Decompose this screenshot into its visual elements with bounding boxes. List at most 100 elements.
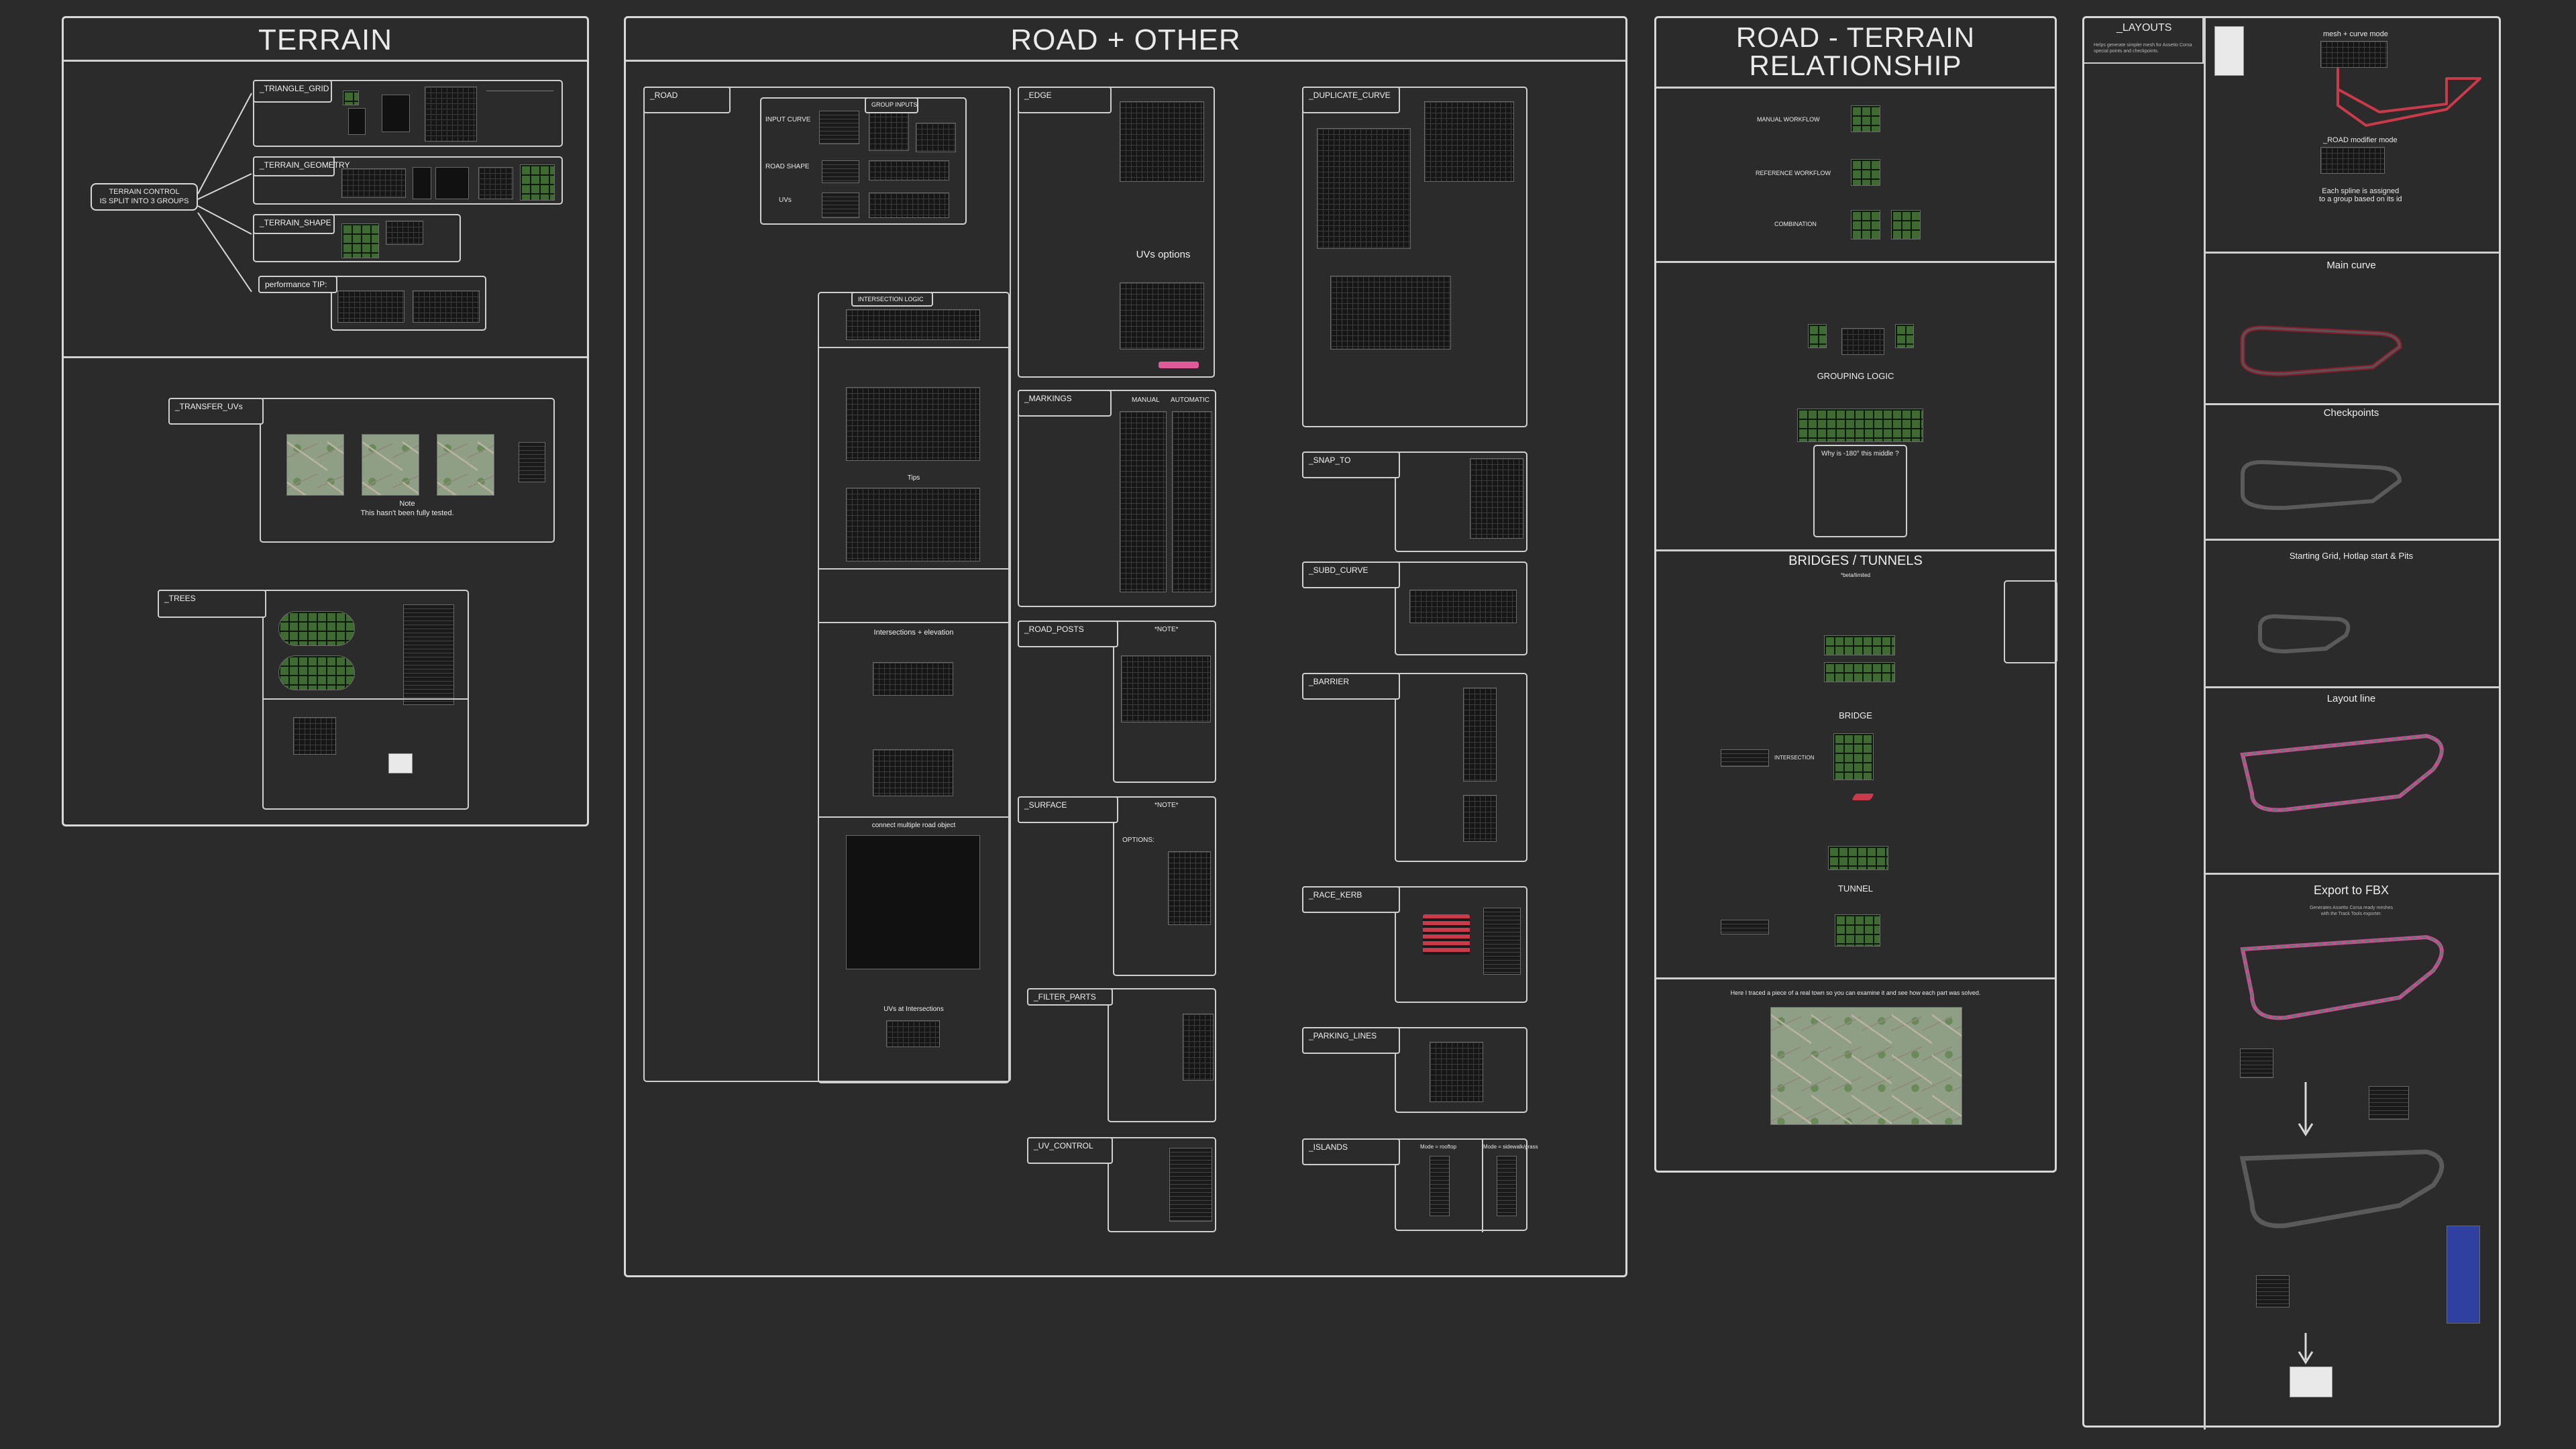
real-town-aerial	[1770, 1007, 1962, 1125]
markings-automatic-shot	[1172, 411, 1212, 592]
trees-render	[388, 753, 413, 773]
race-kerb-red-stripes	[1423, 914, 1470, 955]
barrier-shot-1	[1463, 688, 1497, 782]
uv-control-ui	[1169, 1148, 1212, 1222]
combination-preview-2	[1891, 210, 1921, 239]
uv-control-panel	[1108, 1137, 1216, 1232]
intersection-logic-shot-1	[846, 309, 980, 340]
terrain-control-node: TERRAIN CONTROL IS SPLIT INTO 3 GROUPS	[91, 183, 198, 211]
road-modifier-mode-ui	[2320, 147, 2385, 174]
il-divider-4	[819, 816, 1008, 818]
intersections-elevation-heading: Intersections + elevation	[873, 629, 954, 637]
layouts-divider-3	[2204, 539, 2499, 541]
layout-line-heading: Layout line	[2326, 693, 2376, 704]
reference-example-2	[1895, 324, 1914, 348]
assign-note: Each spline is assigned to a group based…	[2319, 187, 2402, 203]
input-curve-preview-2	[916, 123, 956, 152]
road-terrain-frame: ROAD - TERRAIN RELATIONSHIP MANUAL WORKF…	[1654, 16, 2057, 1173]
elevation-shot-2	[873, 749, 953, 796]
tunnel-preview	[1835, 914, 1880, 947]
subd-curve-shot	[1409, 590, 1517, 623]
real-town-caption: Here I traced a piece of a real town so …	[1730, 989, 1981, 996]
edge-tab: _EDGE	[1018, 87, 1112, 113]
duplicate-curve-shot-2	[1424, 101, 1514, 182]
layouts-header-panel	[2084, 18, 2204, 64]
tunnel-intersection-node	[1721, 920, 1769, 934]
automatic-label: AUTOMATIC	[1171, 396, 1210, 404]
export-outliner	[2447, 1226, 2480, 1324]
islands-panel: Mode = rooftop Mode = sidewalk/grass	[1395, 1138, 1538, 1232]
triangle-grid-panel	[253, 80, 563, 147]
il-divider-2	[819, 568, 1008, 570]
transfer-uvs-panel: Note This hasn't been fully tested.	[260, 398, 555, 543]
duplicate-curve-panel	[1302, 87, 1527, 427]
trees-tab: _TREES	[158, 590, 266, 618]
layouts-track-drawings	[2239, 68, 2481, 1364]
road-tab: _ROAD	[643, 87, 731, 113]
road-posts-panel: *NOTE*	[1113, 621, 1216, 783]
trees-track-preview-1	[278, 611, 355, 646]
surface-panel: *NOTE* OPTIONS:	[1113, 796, 1216, 976]
road-terrain-title-rule	[1656, 87, 2055, 89]
markings-tab: _MARKINGS	[1018, 390, 1112, 417]
terrain-geometry-thumb-1	[413, 167, 431, 199]
filter-parts-shot	[1183, 1014, 1214, 1081]
terrain-geometry-tab: _TERRAIN_GEOMETRY	[253, 156, 350, 176]
triangle-grid-thumb-1	[348, 108, 366, 135]
trees-divider	[264, 698, 468, 700]
islands-divider	[1482, 1140, 1483, 1232]
bridges-ui-1	[1824, 635, 1895, 655]
elevation-shot-1	[873, 662, 953, 696]
input-curve-label: INPUT CURVE	[765, 116, 811, 123]
uvs-label: UVs	[779, 197, 792, 204]
race-kerb-tab: _RACE_KERB	[1302, 886, 1400, 913]
manual-workflow-label: MANUAL WORKFLOW	[1757, 116, 1820, 123]
bridge-preview-2	[1828, 846, 1888, 870]
road-panel	[643, 87, 1011, 1082]
mesh-curve-mode-label: mesh + curve mode	[2323, 30, 2388, 38]
layouts-subtitle: Helps generate simpler mesh for Assetto …	[2094, 43, 2192, 54]
edge-pink-strip	[1159, 362, 1199, 368]
layouts-divider-1	[2204, 252, 2499, 254]
subd-curve-tab: _SUBD_CURVE	[1302, 561, 1400, 588]
performance-tip-shot-1	[337, 290, 405, 323]
triangle-grid-notes	[486, 91, 553, 131]
reference-workflow-label: REFERENCE WORKFLOW	[1756, 170, 1831, 176]
connect-multiple-map	[846, 835, 980, 969]
why-180-title: Why is -180° this middle ?	[1821, 450, 1899, 458]
layouts-divider-5	[2204, 873, 2499, 875]
filter-parts-panel	[1108, 988, 1216, 1122]
race-kerb-ui	[1483, 908, 1521, 975]
export-ui-2	[2369, 1086, 2409, 1120]
terrain-tree-lines	[197, 93, 252, 292]
transfer-uvs-aerial-1	[286, 434, 344, 496]
bridge-red-marker	[1851, 794, 1874, 800]
export-ui-3	[2256, 1275, 2290, 1307]
bridges-tunnels-sub: *beta/limited	[1840, 572, 1871, 578]
snap-to-shot	[1470, 458, 1523, 539]
main-curve-heading: Main curve	[2326, 260, 2376, 271]
bridge-intersection-node	[1721, 749, 1769, 767]
export-fbx-heading: Export to FBX	[2313, 883, 2390, 897]
road-group-inputs-panel: INPUT CURVE ROAD SHAPE UVs	[760, 97, 967, 225]
export-fbx-sub: Generates Assetto Corsa ready meshes wit…	[2309, 906, 2394, 917]
trees-track-preview-2	[278, 655, 355, 690]
islands-shot-1	[1430, 1156, 1450, 1216]
surface-shot	[1168, 851, 1211, 925]
islands-mode-rooftop: Mode = rooftop	[1420, 1144, 1457, 1150]
manual-workflow-preview	[1851, 105, 1880, 132]
duplicate-curve-tab: _DUPLICATE_CURVE	[1302, 87, 1400, 113]
terrain-divider	[64, 356, 587, 358]
il-divider-3	[819, 622, 1008, 623]
road-posts-tab: _ROAD_POSTS	[1018, 621, 1118, 647]
surface-note: *NOTE*	[1155, 802, 1179, 809]
road-posts-shot	[1121, 655, 1211, 722]
parking-lines-shot	[1430, 1042, 1483, 1102]
uvs-at-intersections-heading: UVs at Intersections	[883, 1006, 944, 1013]
terrain-title: TERRAIN	[258, 23, 393, 56]
triangle-grid-preview	[343, 91, 359, 105]
edge-shot-1	[1120, 101, 1204, 182]
starting-grid-heading: Starting Grid, Hotlap start & Pits	[2289, 551, 2414, 561]
input-curve-preview	[869, 111, 909, 151]
intersection-logic-panel: Tips Intersections + elevation connect m…	[818, 292, 1010, 1083]
